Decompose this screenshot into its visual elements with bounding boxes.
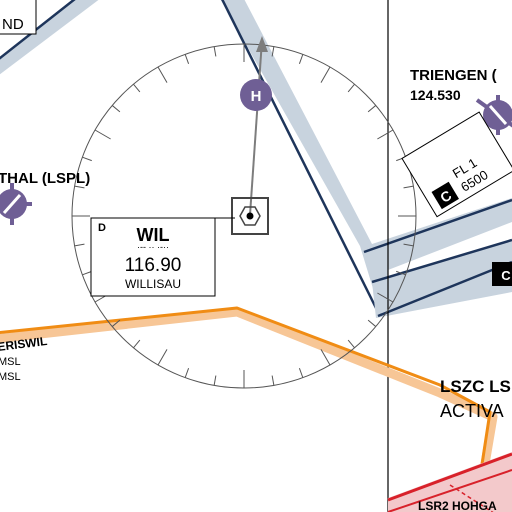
compass-tick [377, 292, 394, 303]
route-altitude-1: MSL [0, 356, 21, 368]
compass-tick [184, 368, 190, 378]
vor-frequency: 116.90 [125, 255, 182, 276]
route-name: ERISWIL [0, 334, 48, 354]
route-altitude-2: MSL [0, 371, 21, 383]
north-arrow-icon [256, 36, 268, 52]
compass-tick [367, 319, 377, 327]
top-left-fragment: ND [2, 16, 24, 33]
svg-text:C: C [501, 268, 511, 283]
compass-tick [111, 105, 121, 113]
airport-name-triengen: TRIENGEN ( [410, 67, 497, 84]
heliport-letter: H [251, 88, 262, 105]
airspace-class-tag[interactable]: C FL 1 6500 [401, 111, 512, 218]
compass-tick [403, 185, 414, 189]
compass-tick [82, 270, 92, 276]
airfield-icon-thal[interactable] [0, 183, 32, 225]
compass-tick [133, 83, 141, 93]
compass-tick [74, 243, 85, 247]
compass-tick [184, 54, 190, 64]
compass-tick [377, 129, 394, 140]
compass-tick [396, 270, 406, 276]
route-line [0, 306, 498, 512]
compass-tick [157, 349, 168, 366]
compass-tick [271, 375, 275, 386]
compass-tick [111, 319, 121, 327]
compass-tick [94, 129, 111, 140]
compass-tick [298, 54, 304, 64]
compass-tick [347, 339, 355, 349]
vor-ident: WIL [137, 225, 170, 245]
compass-tick [298, 368, 304, 378]
compass-tick [320, 66, 331, 83]
compass-tick [82, 156, 92, 162]
vor-info-box[interactable]: D WIL ·-- ·· ·-·· 116.90 WILLISAU [90, 217, 235, 297]
airspace-band-top-left [0, 0, 99, 75]
airport-name-thal: THAL (LSPL) [0, 170, 90, 187]
radial-needle [249, 39, 263, 216]
compass-tick [213, 46, 217, 57]
compass-tick [367, 105, 377, 113]
vor-station-icon[interactable] [231, 197, 269, 235]
zone-name: LSZC LS [440, 377, 511, 396]
top-left-label-box [0, 0, 37, 35]
compass-tick [347, 83, 355, 93]
compass-tick [157, 66, 168, 83]
compass-tick [320, 349, 331, 366]
vor-class-letter: D [98, 222, 106, 234]
airfield-icon-triengen[interactable] [475, 95, 512, 135]
airspace-band-lower-right [371, 238, 512, 318]
compass-tick [133, 339, 141, 349]
vor-name: WILLISAU [125, 277, 181, 291]
airport-frequency-triengen: 124.530 [410, 87, 461, 103]
compass-tick [74, 185, 85, 189]
vor-morse: ·-- ·· ·-·· [137, 242, 169, 252]
compass-tick [271, 46, 275, 57]
airspace-band-v [220, 0, 512, 318]
heliport-marker[interactable]: H [240, 79, 272, 111]
compass-tick [403, 243, 414, 247]
compass-tick [213, 375, 217, 386]
zone-status: ACTIVA [440, 401, 504, 421]
airspace-class-tag-partial: C [492, 262, 512, 286]
compass-rose [71, 43, 417, 389]
restricted-area-label: LSR2 HOHGA [418, 499, 497, 512]
